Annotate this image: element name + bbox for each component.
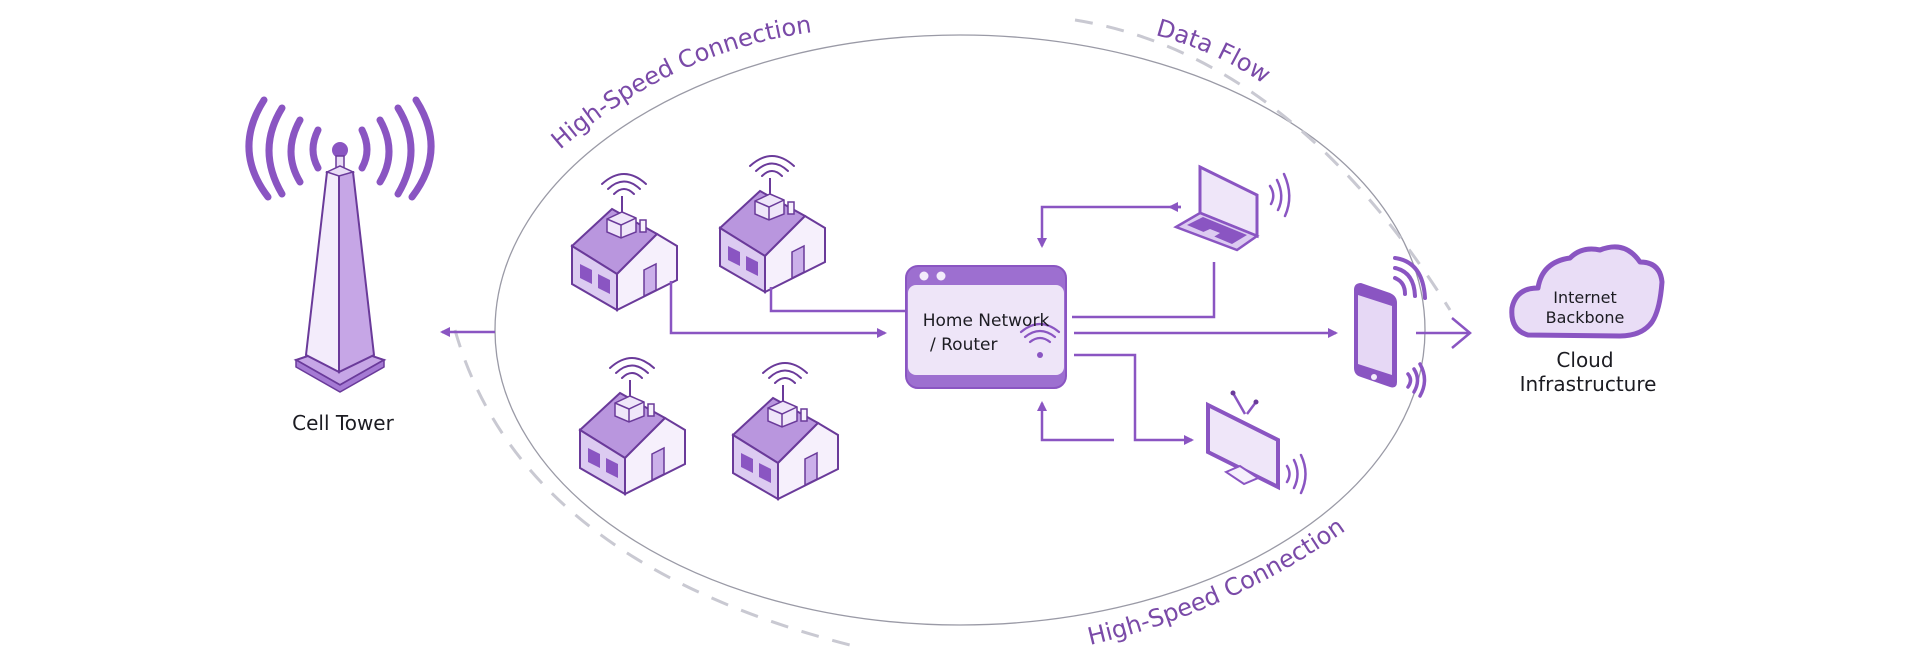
- smartphone-icon: [1354, 256, 1427, 398]
- laptop-icon: [1173, 164, 1291, 252]
- window-dot-icon: [919, 271, 929, 281]
- house-icon: [732, 362, 839, 500]
- cloud-label-line2: Backbone: [1546, 308, 1625, 327]
- cell-tower-label: Cell Tower: [292, 411, 394, 435]
- tv-icon: [1206, 390, 1307, 495]
- router-label-line2: / Router: [930, 335, 997, 355]
- cloud-icon: [1509, 244, 1665, 339]
- arc-label-top-left: High-Speed Connection: [546, 10, 813, 154]
- data-flow-arc-bottom-left: [453, 329, 851, 647]
- wifi-icon: [1019, 322, 1061, 344]
- connector-router-laptop-in: [1037, 205, 1181, 248]
- cell-tower-icon: [245, 96, 435, 393]
- window-dot-icon: [936, 271, 946, 281]
- router-label-line1: Home Network: [923, 311, 1050, 331]
- house-icon: [571, 173, 678, 311]
- connector-house-2-router: [769, 287, 906, 313]
- arc-label-bottom: High-Speed Connection: [1085, 512, 1350, 651]
- connector-house-1-router: [669, 281, 887, 338]
- connection-ring: [494, 34, 1426, 626]
- router-node: [905, 265, 1067, 389]
- connector-tv-router: [1037, 401, 1114, 442]
- house-icon: [719, 155, 826, 293]
- arc-label-top-right: Data Flow: [1153, 14, 1275, 89]
- cloud-label-line1: Internet: [1553, 288, 1617, 307]
- connector-router-tv: [1074, 353, 1194, 445]
- cloud-caption-line1: Cloud: [1556, 348, 1613, 372]
- house-icon: [579, 357, 686, 495]
- connector-router-laptop-out: [1072, 262, 1216, 319]
- cloud-caption-line2: Infrastructure: [1520, 372, 1657, 396]
